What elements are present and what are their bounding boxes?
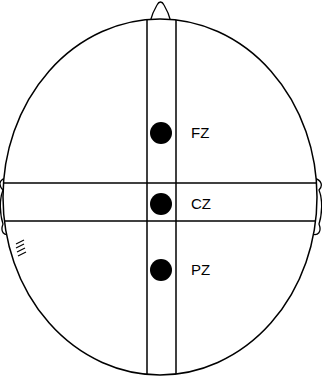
electrode-dot xyxy=(150,193,172,215)
electrode-dot xyxy=(150,122,172,144)
band-line xyxy=(175,0,177,378)
head-outline xyxy=(3,19,317,375)
electrode-label: FZ xyxy=(191,124,209,142)
electrode-dot xyxy=(150,259,172,281)
band-line xyxy=(0,182,322,184)
electrode-label: PZ xyxy=(191,261,210,279)
band-line xyxy=(0,220,322,222)
hatch-marks xyxy=(16,240,26,256)
electrode-label: CZ xyxy=(191,195,211,213)
band-line xyxy=(146,0,148,378)
